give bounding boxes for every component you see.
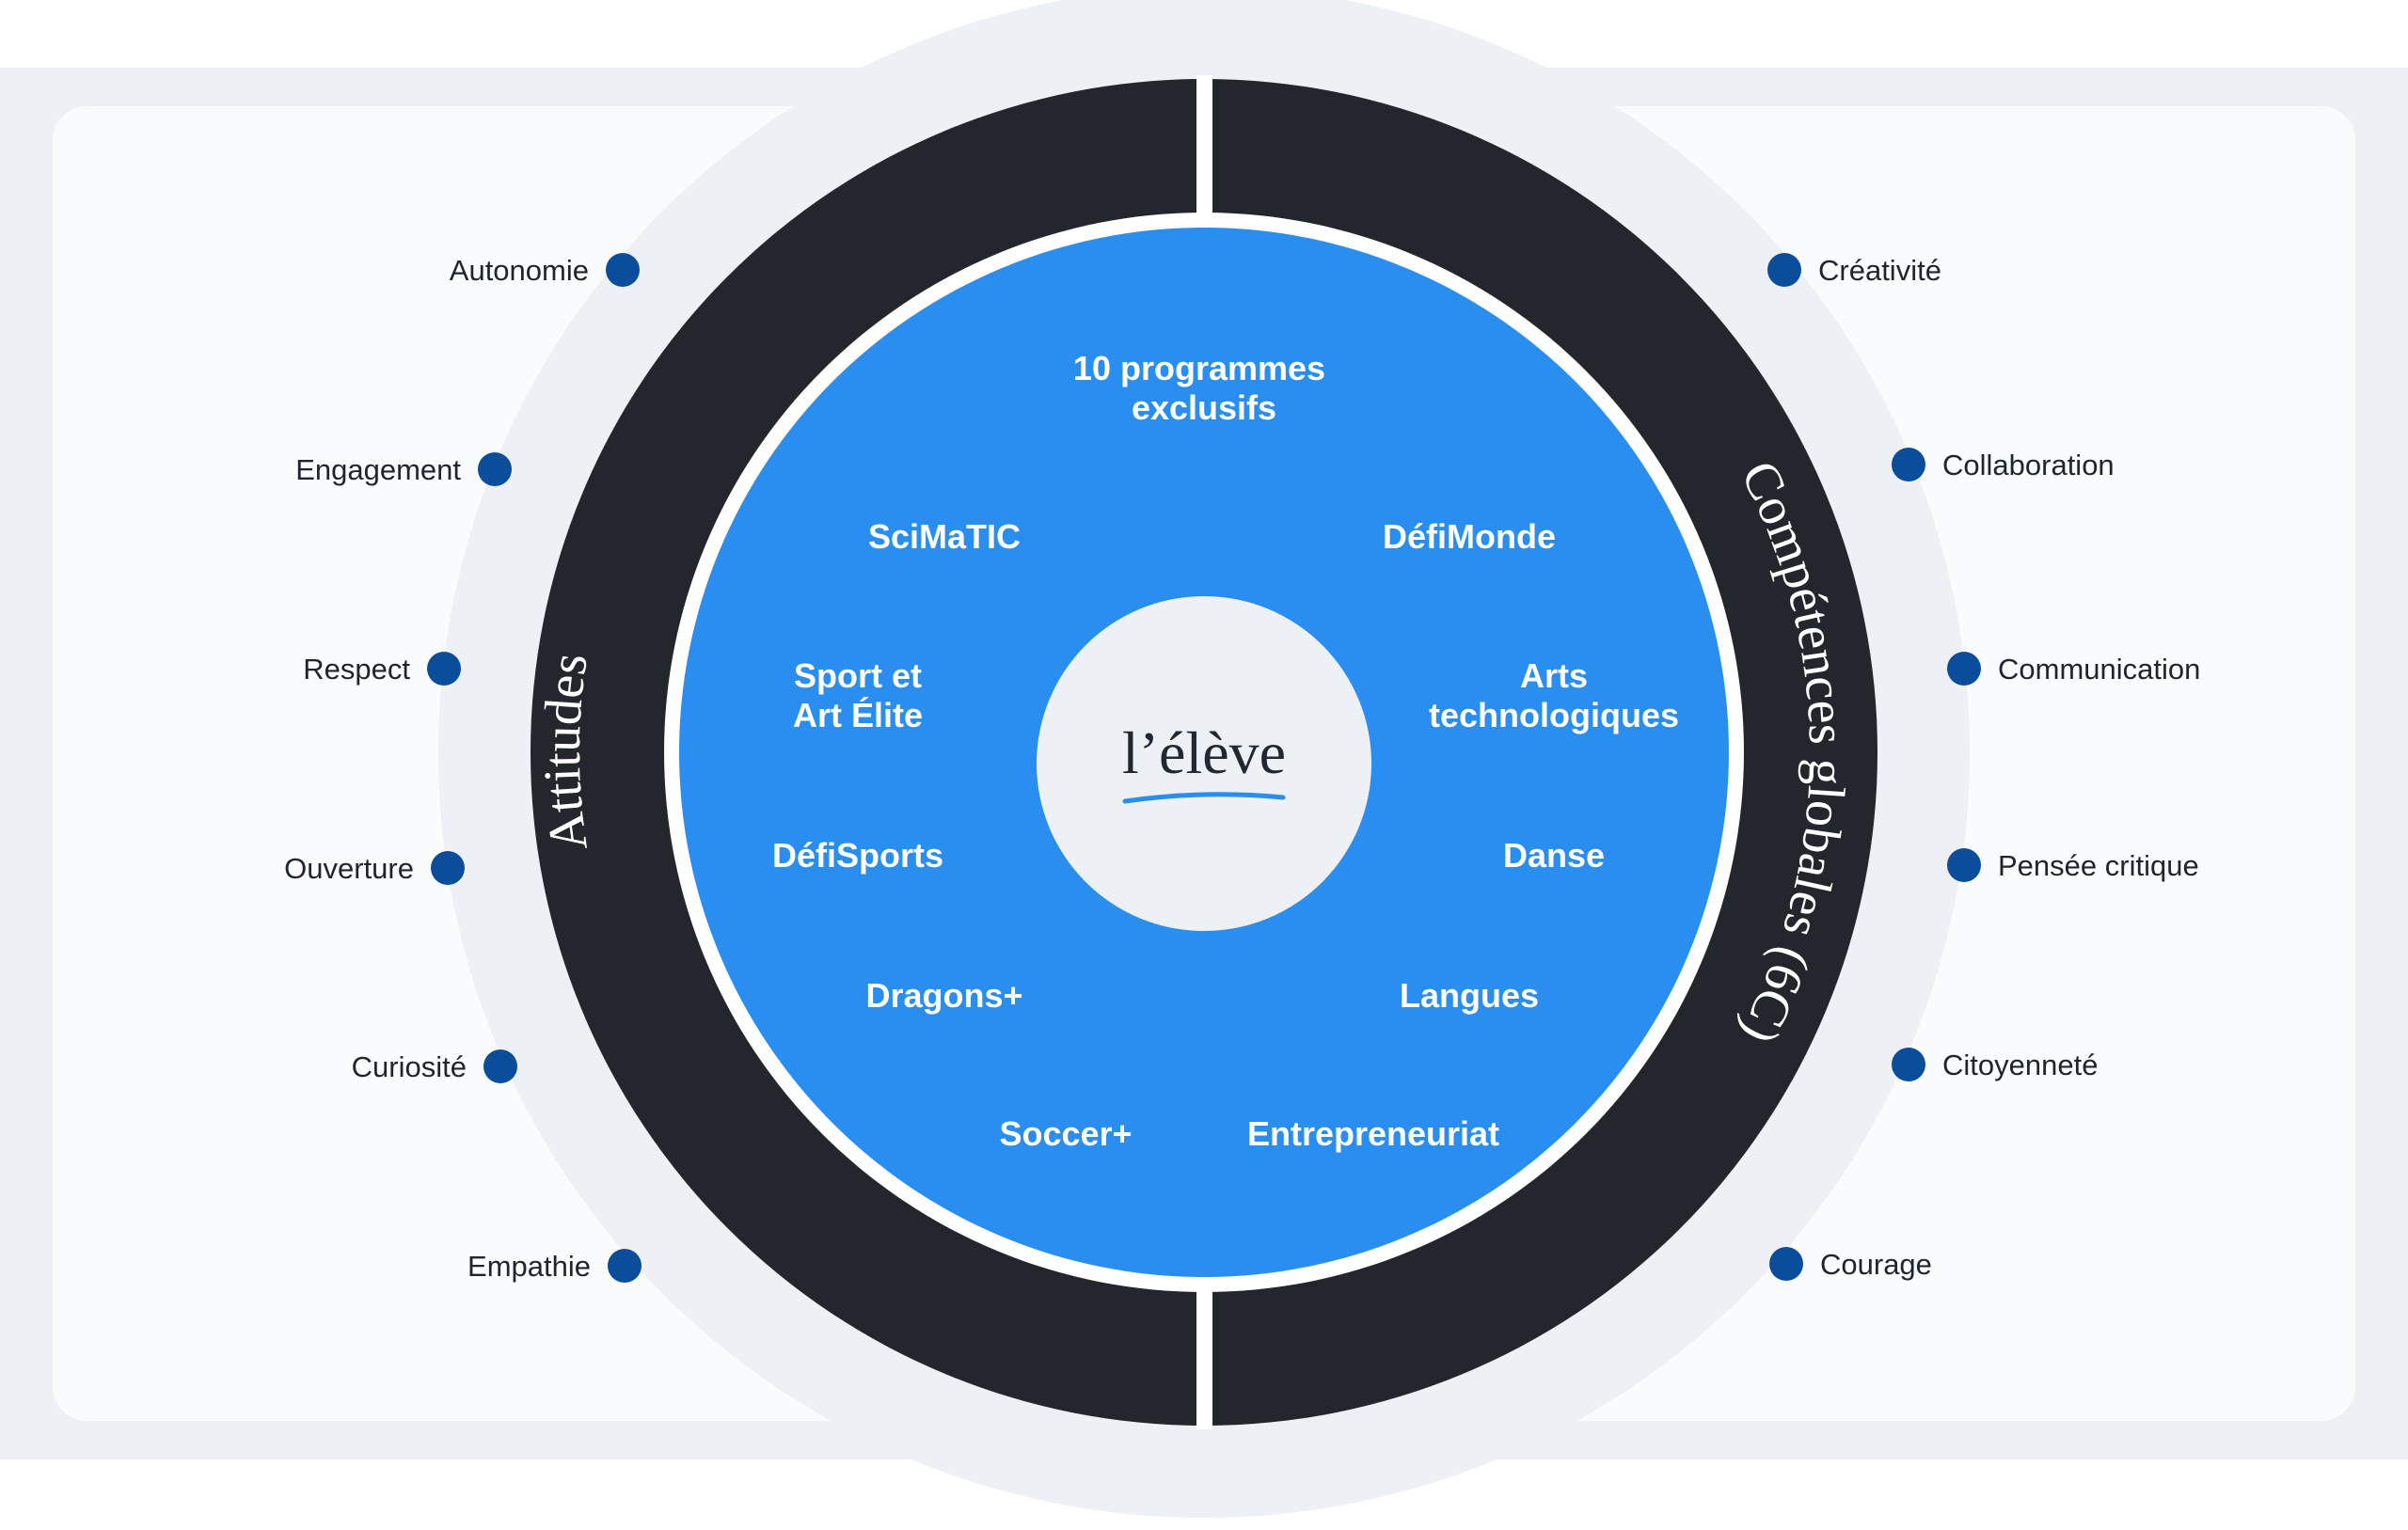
list-item: Collaboration (1892, 448, 2115, 481)
bullet-dot (478, 452, 512, 486)
bullet-dot (1947, 848, 1981, 882)
program-label: Danse (1503, 836, 1605, 875)
bullet-dot (606, 253, 640, 287)
center-label: l’élève (1122, 719, 1286, 786)
program-label: Dragons+ (865, 976, 1022, 1015)
bullet-dot (1947, 652, 1981, 686)
list-item: Respect (303, 652, 461, 686)
list-item-label: Respect (303, 653, 410, 686)
program-label: SciMaTIC (868, 517, 1021, 556)
bullet-dot (1767, 253, 1801, 287)
program-label: DéfiMonde (1383, 517, 1556, 556)
attitudes-list: AutonomieEngagementRespectOuvertureCurio… (284, 253, 642, 1283)
list-item-label: Engagement (295, 453, 461, 486)
program-label: DéfiSports (772, 836, 943, 875)
list-item-label: Curiosité (352, 1050, 467, 1083)
list-item-label: Communication (1998, 653, 2200, 686)
center-underline (1122, 792, 1286, 804)
list-item: Autonomie (450, 253, 640, 287)
center-badge: l’élève (1037, 596, 1371, 931)
list-item: Citoyenneté (1892, 1048, 2098, 1081)
bullet-dot (1892, 1048, 1925, 1081)
list-item: Empathie (467, 1249, 642, 1283)
program-label: Langues (1400, 976, 1539, 1015)
list-item-label: Courage (1820, 1248, 1932, 1281)
list-item-label: Empathie (467, 1250, 591, 1283)
list-item-label: Citoyenneté (1942, 1049, 2098, 1081)
list-item: Engagement (295, 452, 512, 486)
list-item: Ouverture (284, 851, 465, 885)
center-circle (1037, 596, 1371, 931)
program-label: Entrepreneuriat (1247, 1114, 1499, 1153)
bullet-dot (431, 851, 465, 885)
list-item-label: Pensée critique (1998, 849, 2199, 882)
bullet-dot (608, 1249, 642, 1283)
ring-divider-bottom (1196, 1285, 1212, 1429)
list-item: Créativité (1767, 253, 1941, 287)
list-item-label: Créativité (1818, 254, 1941, 287)
programs-title: 10 programmes exclusifs (1073, 349, 1335, 427)
list-item: Curiosité (352, 1049, 517, 1083)
competences-list: CréativitéCollaborationCommunicationPens… (1767, 253, 2200, 1281)
list-item: Pensée critique (1947, 848, 2199, 882)
bullet-dot (483, 1049, 517, 1083)
list-item: Courage (1769, 1247, 1932, 1281)
list-item-label: Autonomie (450, 254, 589, 287)
ring-divider-top (1196, 75, 1212, 220)
program-label: Soccer+ (999, 1114, 1132, 1153)
list-item: Communication (1947, 652, 2200, 686)
list-item-label: Ouverture (284, 852, 414, 885)
bullet-dot (1769, 1247, 1803, 1281)
list-item-label: Collaboration (1942, 449, 2115, 481)
bullet-dot (427, 652, 461, 686)
bullet-dot (1892, 448, 1925, 481)
